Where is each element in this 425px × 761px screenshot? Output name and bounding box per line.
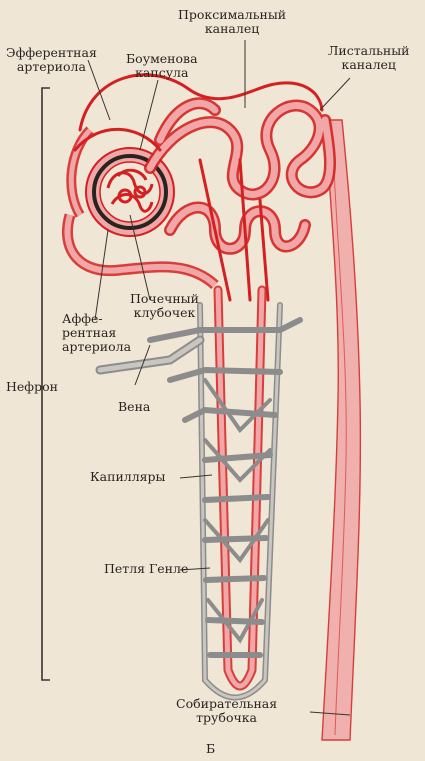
- label-vein: Вена: [118, 400, 150, 414]
- label-glomerulus: Почечный клубочек: [130, 292, 199, 320]
- label-nephron: Нефрон: [6, 380, 58, 394]
- capillary-network: [100, 305, 300, 698]
- loop-of-henle: [218, 290, 262, 686]
- label-efferent-arteriole: Эфферентная артериола: [6, 46, 97, 74]
- label-capillaries: Капилляры: [90, 470, 166, 484]
- label-collecting-duct: Собирательная трубочка: [176, 697, 277, 725]
- collecting-duct: [322, 120, 360, 740]
- label-loop-of-henle: Петля Генле: [104, 562, 188, 576]
- figure-letter: Б: [206, 742, 215, 756]
- label-proximal-tubule: Проксимальный каналец: [178, 8, 286, 36]
- label-distal-tubule: Листальный каналец: [328, 44, 410, 72]
- label-afferent-arteriole: Аффе- рентная артериола: [62, 312, 131, 354]
- label-bowman-capsule: Боуменова капсула: [126, 52, 198, 80]
